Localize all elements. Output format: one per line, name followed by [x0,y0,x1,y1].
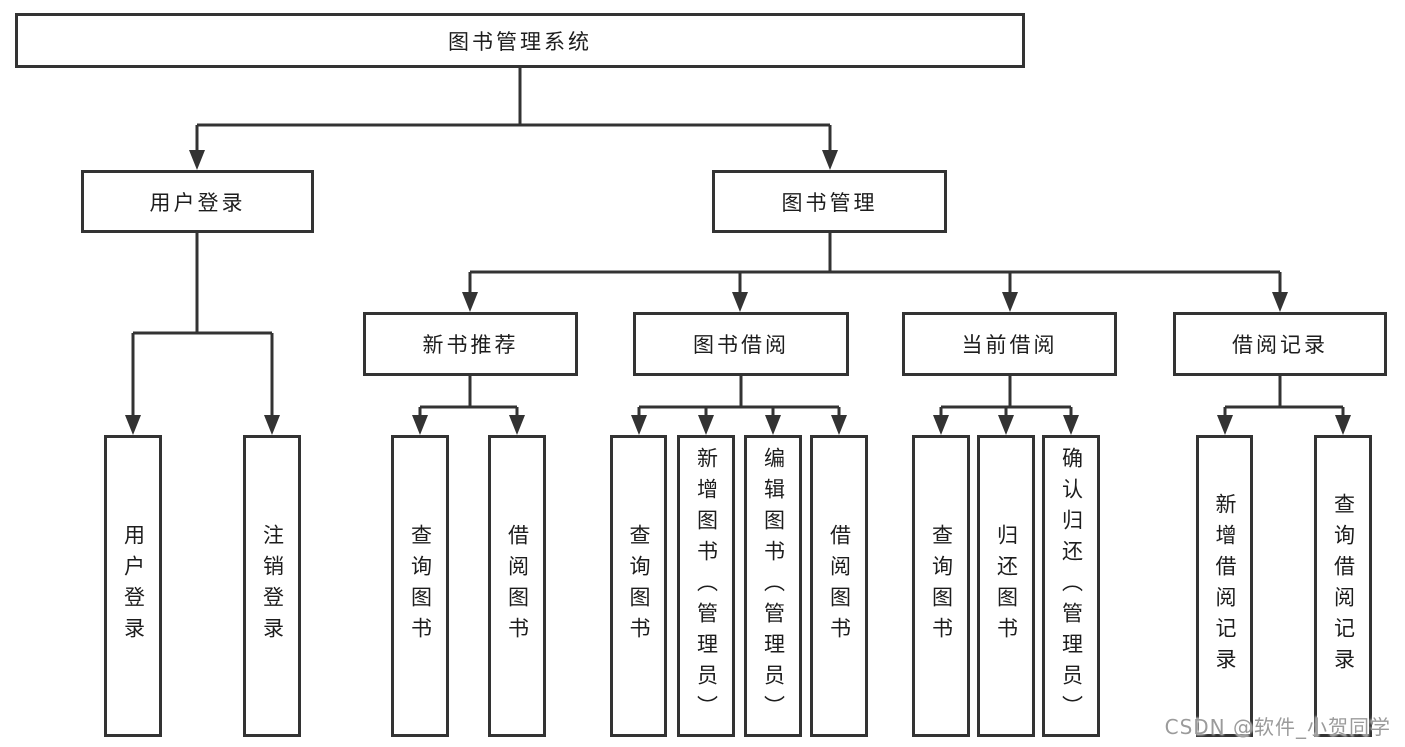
leaf-user-login: 用户登录 [104,435,162,737]
leaf-query-borrow-record: 查询借阅记录 [1314,435,1372,737]
node-book-management: 图书管理 [712,170,947,233]
node-book-borrowing-label: 图书借阅 [693,333,789,357]
leaf-label: 归还图书 [994,524,1019,648]
node-root-label: 图书管理系统 [448,29,592,54]
connector-current-borrowing-children [933,376,1079,435]
leaf-confirm-return-admin: 确认归还（管理员） [1042,435,1100,737]
connector-book-borrowing-children [631,376,847,435]
leaf-logout-login: 注销登录 [243,435,301,737]
leaf-borrow-books-recommend: 借阅图书 [488,435,546,737]
connector-new-book-children [412,376,525,435]
node-book-borrowing: 图书借阅 [633,312,849,376]
node-user-login-label: 用户登录 [149,190,246,215]
leaf-edit-book-admin: 编辑图书（管理员） [744,435,802,737]
leaf-label: 查询借阅记录 [1331,493,1356,679]
leaf-label: 注销登录 [260,524,285,648]
leaf-add-borrow-record: 新增借阅记录 [1196,435,1253,737]
leaf-label: 新增图书（管理员） [694,446,719,726]
leaf-borrow-books-borrowing: 借阅图书 [810,435,868,737]
connector-root-to-level2 [189,68,838,170]
leaf-label: 查询图书 [408,524,433,648]
node-user-login: 用户登录 [81,170,314,233]
leaf-query-books-borrowing: 查询图书 [610,435,667,737]
connector-borrowing-records-children [1217,376,1351,435]
leaf-query-books-current: 查询图书 [912,435,970,737]
leaf-label: 查询图书 [627,524,651,648]
leaf-add-book-admin: 新增图书（管理员） [677,435,735,737]
connector-book-management-children [462,233,1288,312]
node-current-borrowing: 当前借阅 [902,312,1117,376]
node-new-book-recommend-label: 新书推荐 [422,333,519,357]
leaf-label: 查询图书 [929,524,954,648]
node-borrowing-records-label: 借阅记录 [1232,333,1328,357]
leaf-label: 编辑图书（管理员） [761,446,786,726]
node-borrowing-records: 借阅记录 [1173,312,1387,376]
node-root: 图书管理系统 [15,13,1025,68]
csdn-watermark: CSDN @软件_小贺同学 [1164,715,1391,739]
node-new-book-recommend: 新书推荐 [363,312,578,376]
leaf-return-book: 归还图书 [977,435,1035,737]
connector-user-login-children [125,233,280,435]
leaf-label: 用户登录 [121,524,146,648]
leaf-query-books-recommend: 查询图书 [391,435,449,737]
leaf-label: 借阅图书 [827,524,852,648]
leaf-label: 借阅图书 [505,524,530,648]
node-book-management-label: 图书管理 [781,190,878,215]
leaf-label: 确认归还（管理员） [1059,446,1084,726]
leaf-label: 新增借阅记录 [1213,493,1237,679]
node-current-borrowing-label: 当前借阅 [961,333,1058,357]
